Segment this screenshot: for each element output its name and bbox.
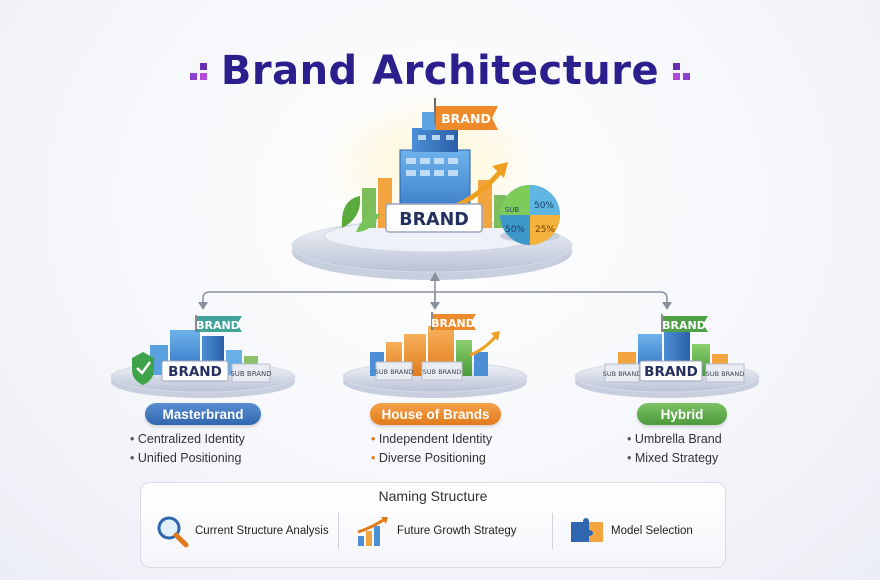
list-item: Umbrella Brand: [627, 430, 722, 449]
svg-text:SUB BRAND: SUB BRAND: [603, 370, 641, 378]
house-of-brands-pill: House of Brands: [370, 403, 501, 425]
top-flag-icon: [436, 106, 498, 130]
hybrid-flag-icon: [663, 316, 708, 332]
magnifier-icon: [157, 516, 189, 548]
naming-item-label: Future Growth Strategy: [397, 525, 517, 537]
svg-text:BRAND: BRAND: [196, 319, 240, 332]
svg-text:BRAND: BRAND: [168, 364, 222, 380]
masterbrand-pill: Masterbrand: [145, 403, 261, 425]
diagram-art: BRAND BRAND 50% 50% 25% SUB: [110, 90, 760, 398]
list-item: Centralized Identity: [130, 430, 245, 449]
naming-item-label: Current Structure Analysis: [195, 525, 329, 537]
hybrid-bullets: Umbrella Brand Mixed Strategy: [627, 430, 722, 468]
top-brand-sign: [385, 203, 483, 233]
svg-text:SUB BRAND: SUB BRAND: [423, 368, 461, 376]
shield-icon: [132, 352, 154, 385]
top-brand-group: BRAND BRAND 50% 50% 25% SUB: [291, 90, 573, 280]
masterbrand-sign: [161, 360, 229, 382]
connector-lines: [202, 278, 668, 305]
svg-text:25%: 25%: [535, 225, 555, 235]
house-of-brands-bullets: Independent Identity Diverse Positioning: [371, 430, 492, 468]
naming-item-label: Model Selection: [611, 525, 693, 537]
connector-arrowheads: [198, 272, 672, 310]
house-flag-icon: [433, 314, 476, 330]
top-flag-label: BRAND: [441, 111, 491, 126]
naming-item-model-selection: Model Selection: [569, 511, 693, 551]
naming-item-future-growth: Future Growth Strategy: [355, 511, 517, 551]
house-of-brands-illustration: BRAND SUB BRAND SUB BRAND: [342, 312, 528, 398]
right-dots-icon: [673, 62, 691, 80]
svg-text:50%: 50%: [505, 225, 525, 235]
svg-text:50%: 50%: [534, 201, 554, 211]
list-item: Diverse Positioning: [371, 449, 492, 468]
top-brand-sign-label: BRAND: [399, 210, 469, 230]
masterbrand-bullets: Centralized Identity Unified Positioning: [130, 430, 245, 468]
title-block: Brand Architecture: [0, 48, 880, 94]
list-item: Mixed Strategy: [627, 449, 722, 468]
svg-text:BRAND: BRAND: [662, 319, 706, 332]
svg-text:SUB BRAND: SUB BRAND: [375, 368, 413, 376]
naming-structure-panel: Naming Structure Current Structure Analy…: [140, 482, 726, 568]
puzzle-icon: [571, 518, 603, 542]
masterbrand-illustration: BRAND BRAND SUB BRAND: [110, 315, 296, 398]
hybrid-pill: Hybrid: [637, 403, 727, 425]
hybrid-illustration: BRAND SUB BRAND BRAND SUB BRAND: [574, 314, 760, 398]
list-item: Independent Identity: [371, 430, 492, 449]
hybrid-sign: [639, 360, 703, 382]
growth-arrow-icon: [455, 169, 503, 208]
naming-structure-title: Naming Structure: [378, 488, 488, 504]
naming-item-current-structure: Current Structure Analysis: [155, 511, 329, 551]
svg-text:SUB BRAND: SUB BRAND: [706, 370, 744, 378]
left-dots-icon: [189, 62, 207, 80]
leaf-icon: [341, 196, 361, 228]
masterbrand-flag-icon: [197, 316, 242, 332]
growth-chart-icon: [357, 517, 388, 546]
svg-text:SUB: SUB: [505, 206, 520, 214]
list-item: Unified Positioning: [130, 449, 245, 468]
svg-text:BRAND: BRAND: [431, 317, 475, 330]
separator: [552, 513, 553, 549]
separator: [338, 513, 339, 549]
masterbrand-side-sign: SUB BRAND: [230, 370, 271, 378]
svg-text:BRAND: BRAND: [644, 364, 698, 380]
page-title: Brand Architecture: [220, 48, 660, 94]
pie-chart-icon: 50% 50% 25% SUB: [500, 185, 560, 245]
